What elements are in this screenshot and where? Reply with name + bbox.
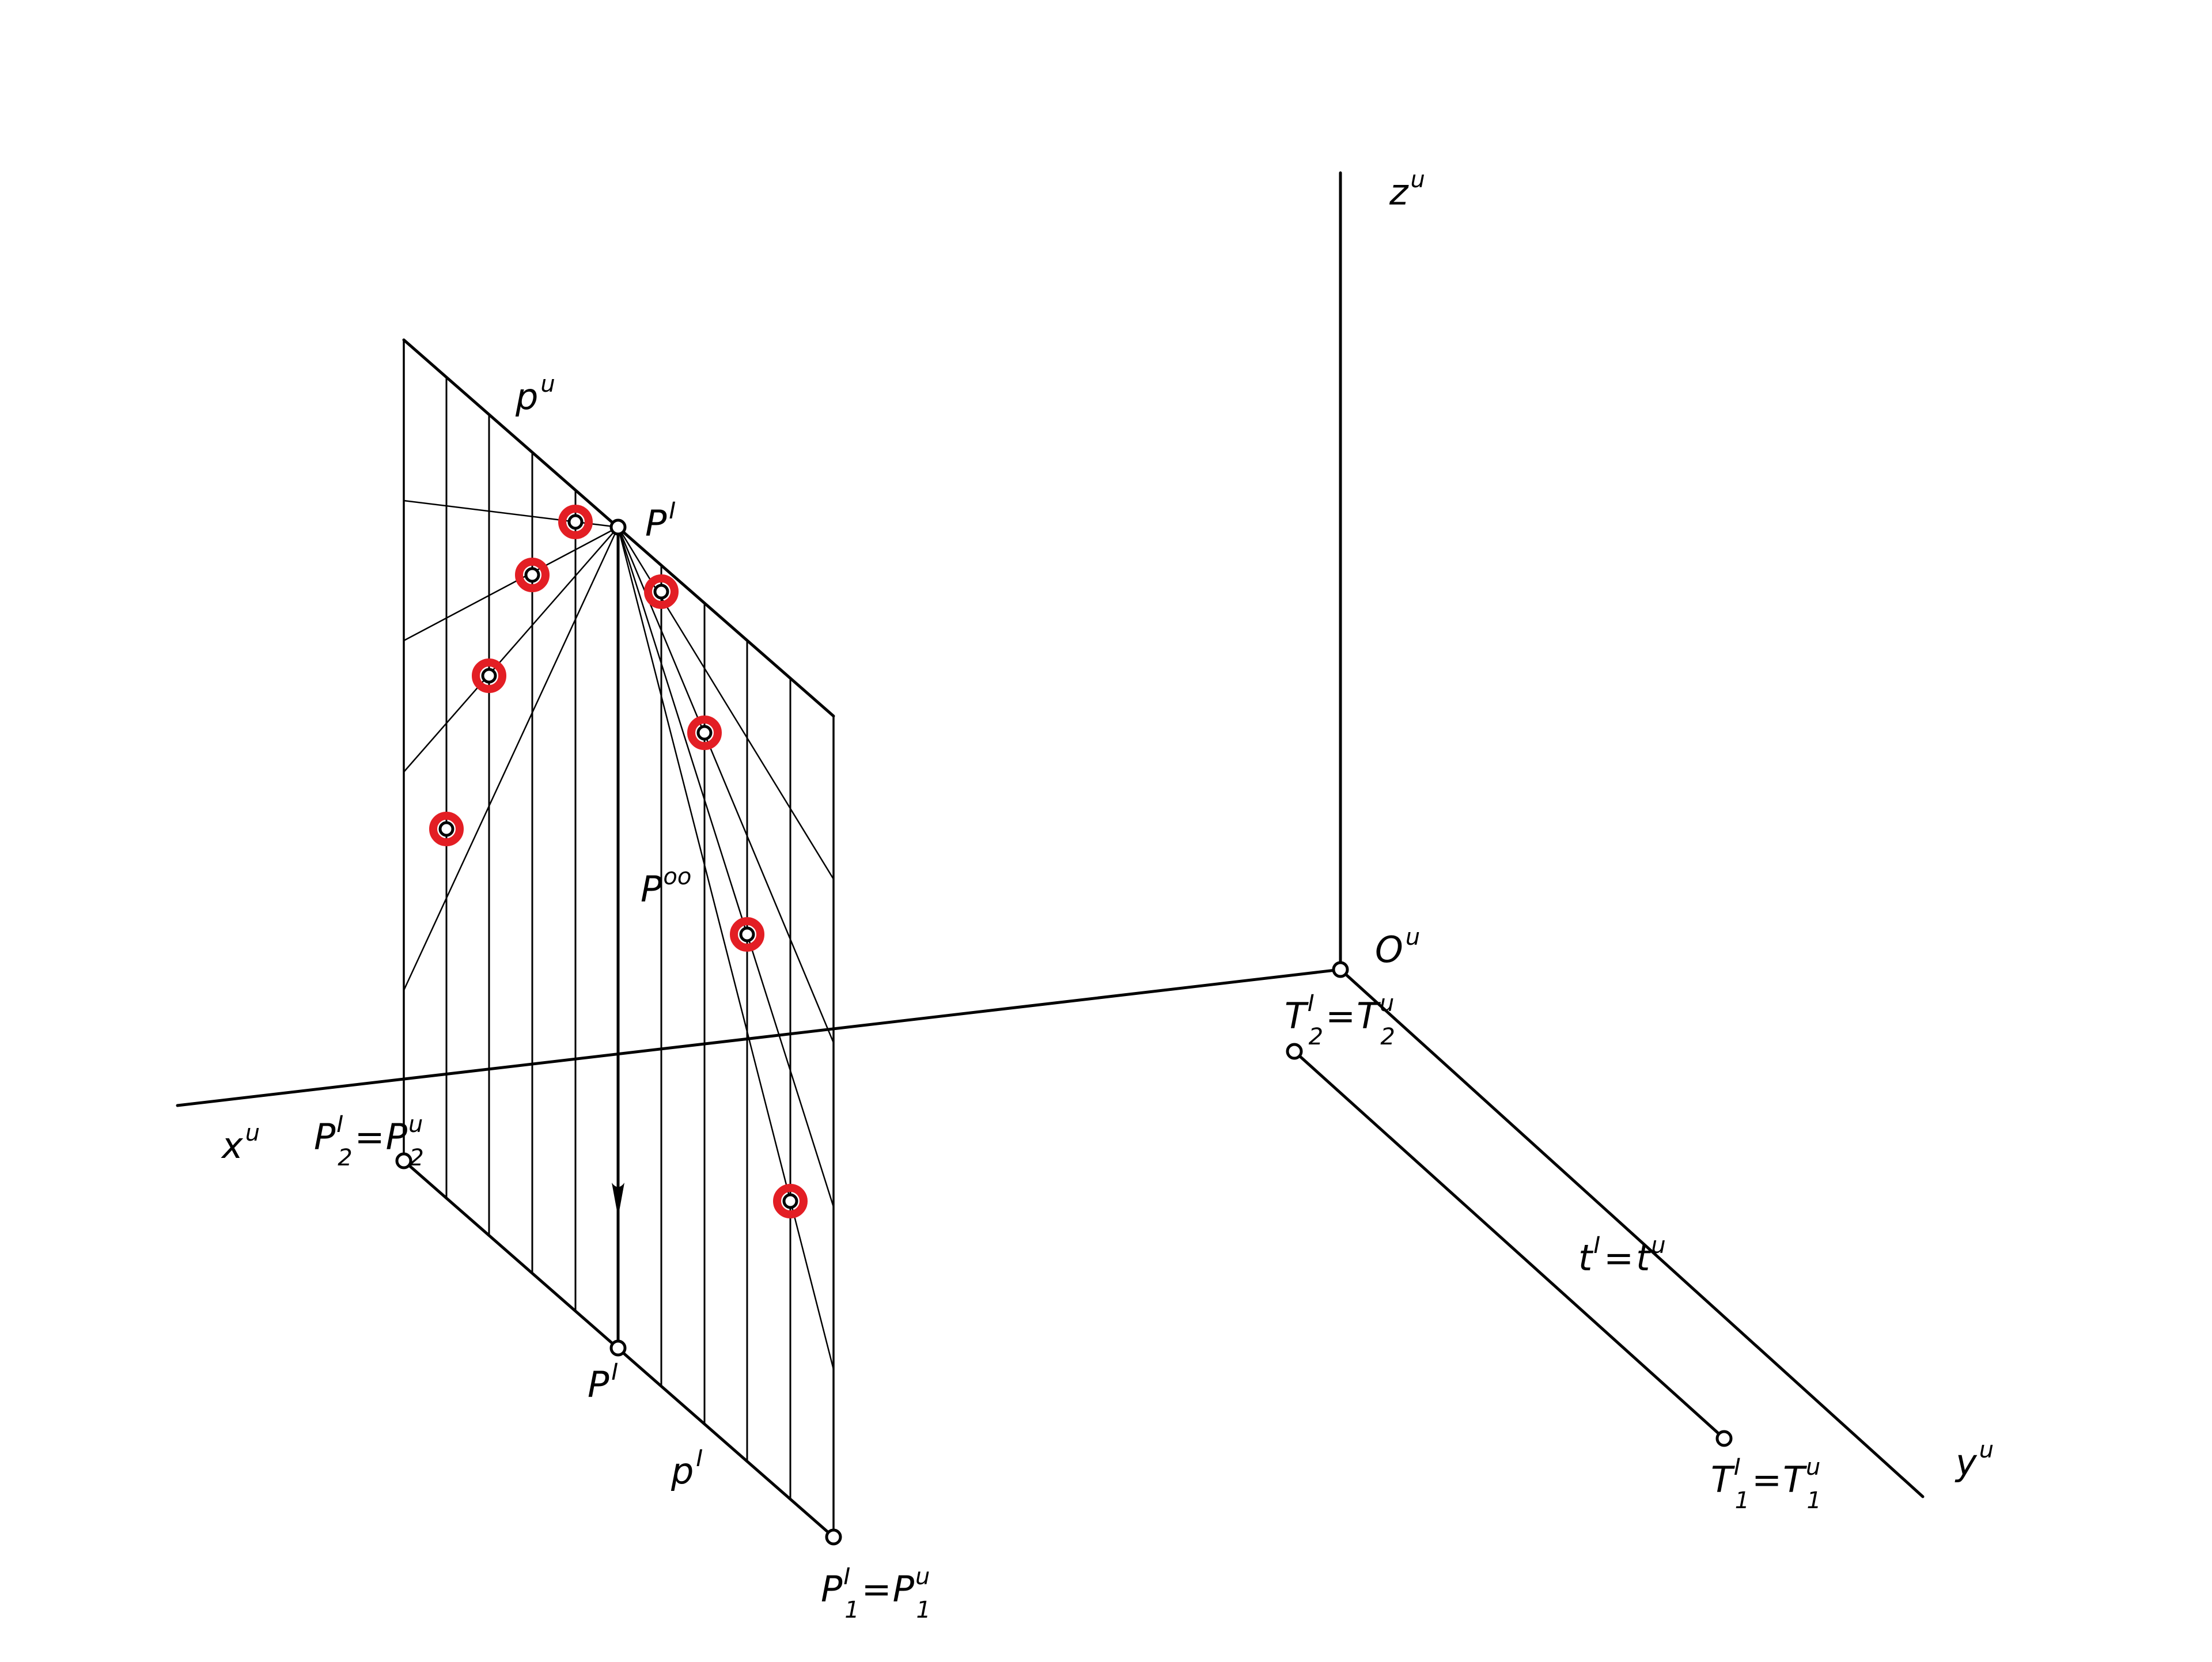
point-T2: [1286, 1043, 1303, 1060]
highlighted-point: [730, 917, 764, 952]
t-line: [1293, 1050, 1726, 1440]
infinity-direction-label: Poo: [641, 864, 691, 910]
projection-ray: [403, 526, 619, 773]
highlight-ring: [644, 574, 679, 609]
highlight-ring: [472, 658, 506, 693]
highlight-ring: [773, 1184, 808, 1218]
point-marker: [739, 926, 755, 942]
point-marker: [696, 725, 713, 741]
projection-ray: [617, 526, 835, 1208]
arrow-down-icon: [612, 1183, 624, 1217]
x-axis: [176, 968, 1342, 1107]
highlight-ring: [730, 917, 764, 952]
projection-rays: [403, 499, 835, 1371]
point-P-center: [609, 518, 627, 536]
projection-ray: [403, 526, 619, 991]
highlight-ring: [687, 715, 722, 750]
y-axis: [1339, 968, 1925, 1498]
point-marker: [524, 567, 540, 583]
main-lines: [176, 171, 1925, 1539]
point-marker: [782, 1193, 798, 1209]
highlighted-point: [515, 558, 550, 592]
t-line-label: tI=tu: [1578, 1232, 1666, 1279]
point-origin: [1332, 961, 1349, 978]
highlight-ring: [558, 505, 593, 539]
highlight-ring: [429, 812, 464, 846]
highlight-ring: [515, 558, 550, 592]
highlighted-point: [472, 658, 506, 693]
point-P1: [825, 1528, 842, 1546]
projection-ray: [403, 526, 619, 642]
point-marker: [653, 584, 669, 600]
point-P2: [395, 1152, 412, 1169]
highlighted-point: [773, 1184, 808, 1218]
points: [395, 505, 1733, 1546]
highlighted-point: [687, 715, 722, 750]
point-marker: [567, 514, 584, 530]
projection-ray: [617, 526, 835, 1371]
highlighted-point: [558, 505, 593, 539]
point-marker: [481, 668, 497, 684]
point-P-foot: [609, 1339, 627, 1357]
point-T1: [1715, 1430, 1733, 1447]
point-marker: [438, 821, 454, 837]
highlighted-point: [429, 812, 464, 846]
projection-ray: [617, 526, 835, 1044]
highlighted-point: [644, 574, 679, 609]
